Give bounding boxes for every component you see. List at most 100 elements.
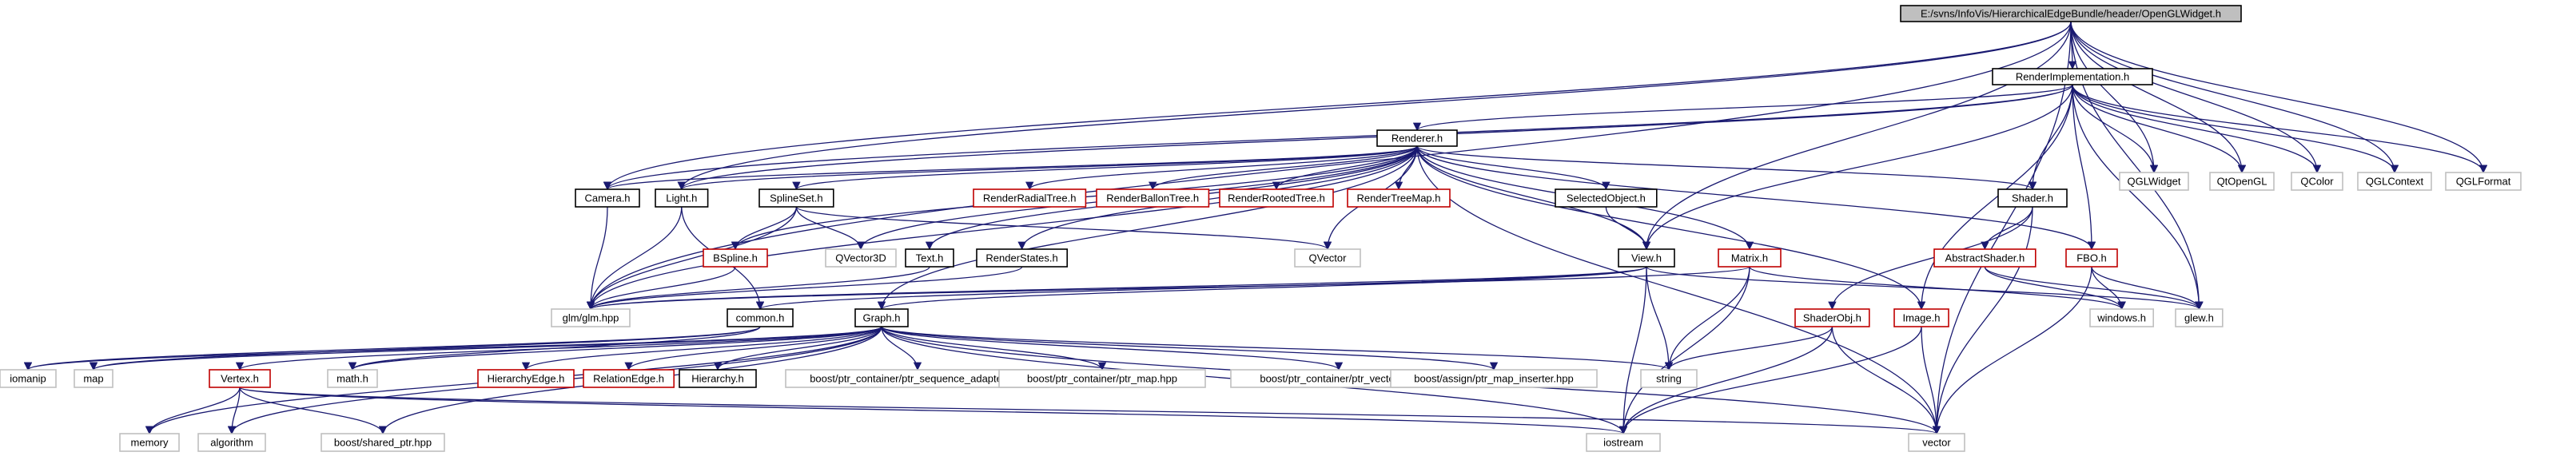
- node-box: [1900, 5, 2242, 22]
- node-matrix[interactable]: Matrix.h: [1718, 248, 1782, 268]
- node-root[interactable]: E:/svns/InfoVis/HierarchicalEdgeBundle/h…: [1900, 5, 2242, 22]
- node-box: [197, 433, 266, 452]
- node-sharedptr: boost/shared_ptr.hpp: [321, 433, 445, 452]
- node-camera[interactable]: Camera.h: [575, 188, 640, 208]
- node-box: [1390, 369, 1598, 388]
- node-label: Light.h: [666, 192, 697, 204]
- node-label: Vertex.h: [221, 373, 259, 385]
- node-qcolor: QColor: [2291, 172, 2343, 191]
- edge-vertex-to-iostream: [239, 387, 1627, 435]
- node-renderstates[interactable]: RenderStates.h: [976, 248, 1068, 268]
- node-qglwidget: QGLWidget: [2119, 172, 2189, 191]
- node-view[interactable]: View.h: [1618, 248, 1675, 268]
- node-algorithm: algorithm: [197, 433, 266, 452]
- node-label: E:/svns/InfoVis/HierarchicalEdgeBundle/h…: [1921, 8, 2221, 20]
- node-relationedge[interactable]: RelationEdge.h: [583, 369, 675, 388]
- edge-splineset-to-qvector: [795, 206, 1332, 251]
- node-box: [1618, 248, 1675, 268]
- edge-fbo-to-glew: [2091, 266, 2204, 311]
- node-fbo[interactable]: FBO.h: [2065, 248, 2118, 268]
- node-box: [1096, 188, 1210, 208]
- node-label: glm/glm.hpp: [563, 312, 619, 324]
- node-box: [2445, 172, 2522, 191]
- node-box: [655, 188, 709, 208]
- node-bspline[interactable]: BSpline.h: [703, 248, 768, 268]
- node-box: [477, 369, 575, 388]
- edge-renderer-to-ballon: [1149, 145, 1418, 191]
- node-texth[interactable]: Text.h: [905, 248, 954, 268]
- node-box: [854, 308, 909, 327]
- edge-abstractshader-to-windows: [1984, 266, 2126, 311]
- node-box: [551, 308, 631, 327]
- node-qglformat: QGLFormat: [2445, 172, 2522, 191]
- node-label: QGLWidget: [2128, 176, 2181, 188]
- edge-renderer-to-rooted: [1272, 145, 1418, 191]
- node-memory: memory: [119, 433, 180, 452]
- node-radial[interactable]: RenderRadialTree.h: [973, 188, 1087, 208]
- edge-matrix-to-glm: [587, 266, 1750, 311]
- node-label: math.h: [336, 373, 368, 385]
- edge-shader-to-shaderobj: [1828, 206, 2033, 311]
- edge-common-to-map: [90, 326, 761, 371]
- node-renderer[interactable]: Renderer.h: [1376, 129, 1458, 147]
- node-box: [1794, 308, 1870, 327]
- node-shaderobj[interactable]: ShaderObj.h: [1794, 308, 1870, 327]
- node-hierarchyedge[interactable]: HierarchyEdge.h: [477, 369, 575, 388]
- node-label: common.h: [736, 312, 785, 324]
- node-box: [2175, 308, 2224, 327]
- node-label: windows.h: [2096, 312, 2146, 324]
- node-shader[interactable]: Shader.h: [1997, 188, 2068, 208]
- node-rooted[interactable]: RenderRootedTree.h: [1219, 188, 1334, 208]
- node-abstractshader[interactable]: AbstractShader.h: [1933, 248, 2037, 268]
- node-renderimpl[interactable]: RenderImplementation.h: [1992, 68, 2153, 85]
- node-box: [1586, 433, 1661, 452]
- node-common[interactable]: common.h: [727, 308, 794, 327]
- node-image[interactable]: Image.h: [1893, 308, 1949, 327]
- node-ballon[interactable]: RenderBallonTree.h: [1096, 188, 1210, 208]
- edge-root-to-camera: [603, 21, 2072, 191]
- edge-root-to-view: [1642, 21, 2072, 251]
- node-box: [1997, 188, 2068, 208]
- node-box: [1933, 248, 2037, 268]
- node-label: map: [83, 373, 103, 385]
- node-graph[interactable]: Graph.h: [854, 308, 909, 327]
- node-treemap[interactable]: RenderTreeMap.h: [1347, 188, 1451, 208]
- node-box: [119, 433, 180, 452]
- node-label: RenderBallonTree.h: [1106, 192, 1199, 204]
- node-map: map: [74, 369, 113, 388]
- edge-renderer-to-selected: [1416, 145, 1610, 191]
- node-string: string: [1640, 369, 1698, 388]
- edge-graph-to-ptrvector: [881, 326, 1343, 371]
- node-label: RenderRootedTree.h: [1228, 192, 1325, 204]
- node-hierarchy[interactable]: Hierarchy.h: [679, 369, 757, 388]
- edge-graph-to-iomanip: [24, 326, 882, 371]
- node-box: [825, 248, 897, 268]
- edge-graph-to-ptrmapins: [881, 326, 1498, 371]
- edge-root-to-qtopengl: [2070, 21, 2247, 174]
- edge-view-to-graph: [878, 266, 1647, 311]
- node-label: View.h: [1631, 252, 1662, 264]
- node-box: [727, 308, 794, 327]
- node-box: [2089, 308, 2154, 327]
- edge-view-to-iostream: [1618, 266, 1647, 435]
- node-label: string: [1656, 373, 1682, 385]
- node-label: QtOpenGL: [2217, 176, 2267, 188]
- edge-vertex-to-vector: [239, 387, 1941, 435]
- edge-renderer-to-image: [1416, 145, 1926, 311]
- node-light[interactable]: Light.h: [655, 188, 709, 208]
- node-label: Graph.h: [863, 312, 901, 324]
- node-glm: glm/glm.hpp: [551, 308, 631, 327]
- node-splineset[interactable]: SplineSet.h: [758, 188, 834, 208]
- edge-vertex-to-memory: [145, 387, 241, 435]
- edge-renderer-to-splineset: [792, 145, 1418, 191]
- node-selected[interactable]: SelectedObject.h: [1555, 188, 1658, 208]
- edge-renderimpl-to-qtopengl: [2072, 84, 2247, 174]
- node-iomanip: iomanip: [0, 369, 57, 388]
- node-label: boost/ptr_container/ptr_sequence_adapter…: [810, 373, 1025, 385]
- node-label: RenderRadialTree.h: [983, 192, 1077, 204]
- node-box: [1992, 68, 2153, 85]
- edge-image-to-iostream: [1618, 326, 1922, 435]
- node-vertex[interactable]: Vertex.h: [209, 369, 271, 388]
- edge-graph-to-ptrseq: [881, 326, 922, 371]
